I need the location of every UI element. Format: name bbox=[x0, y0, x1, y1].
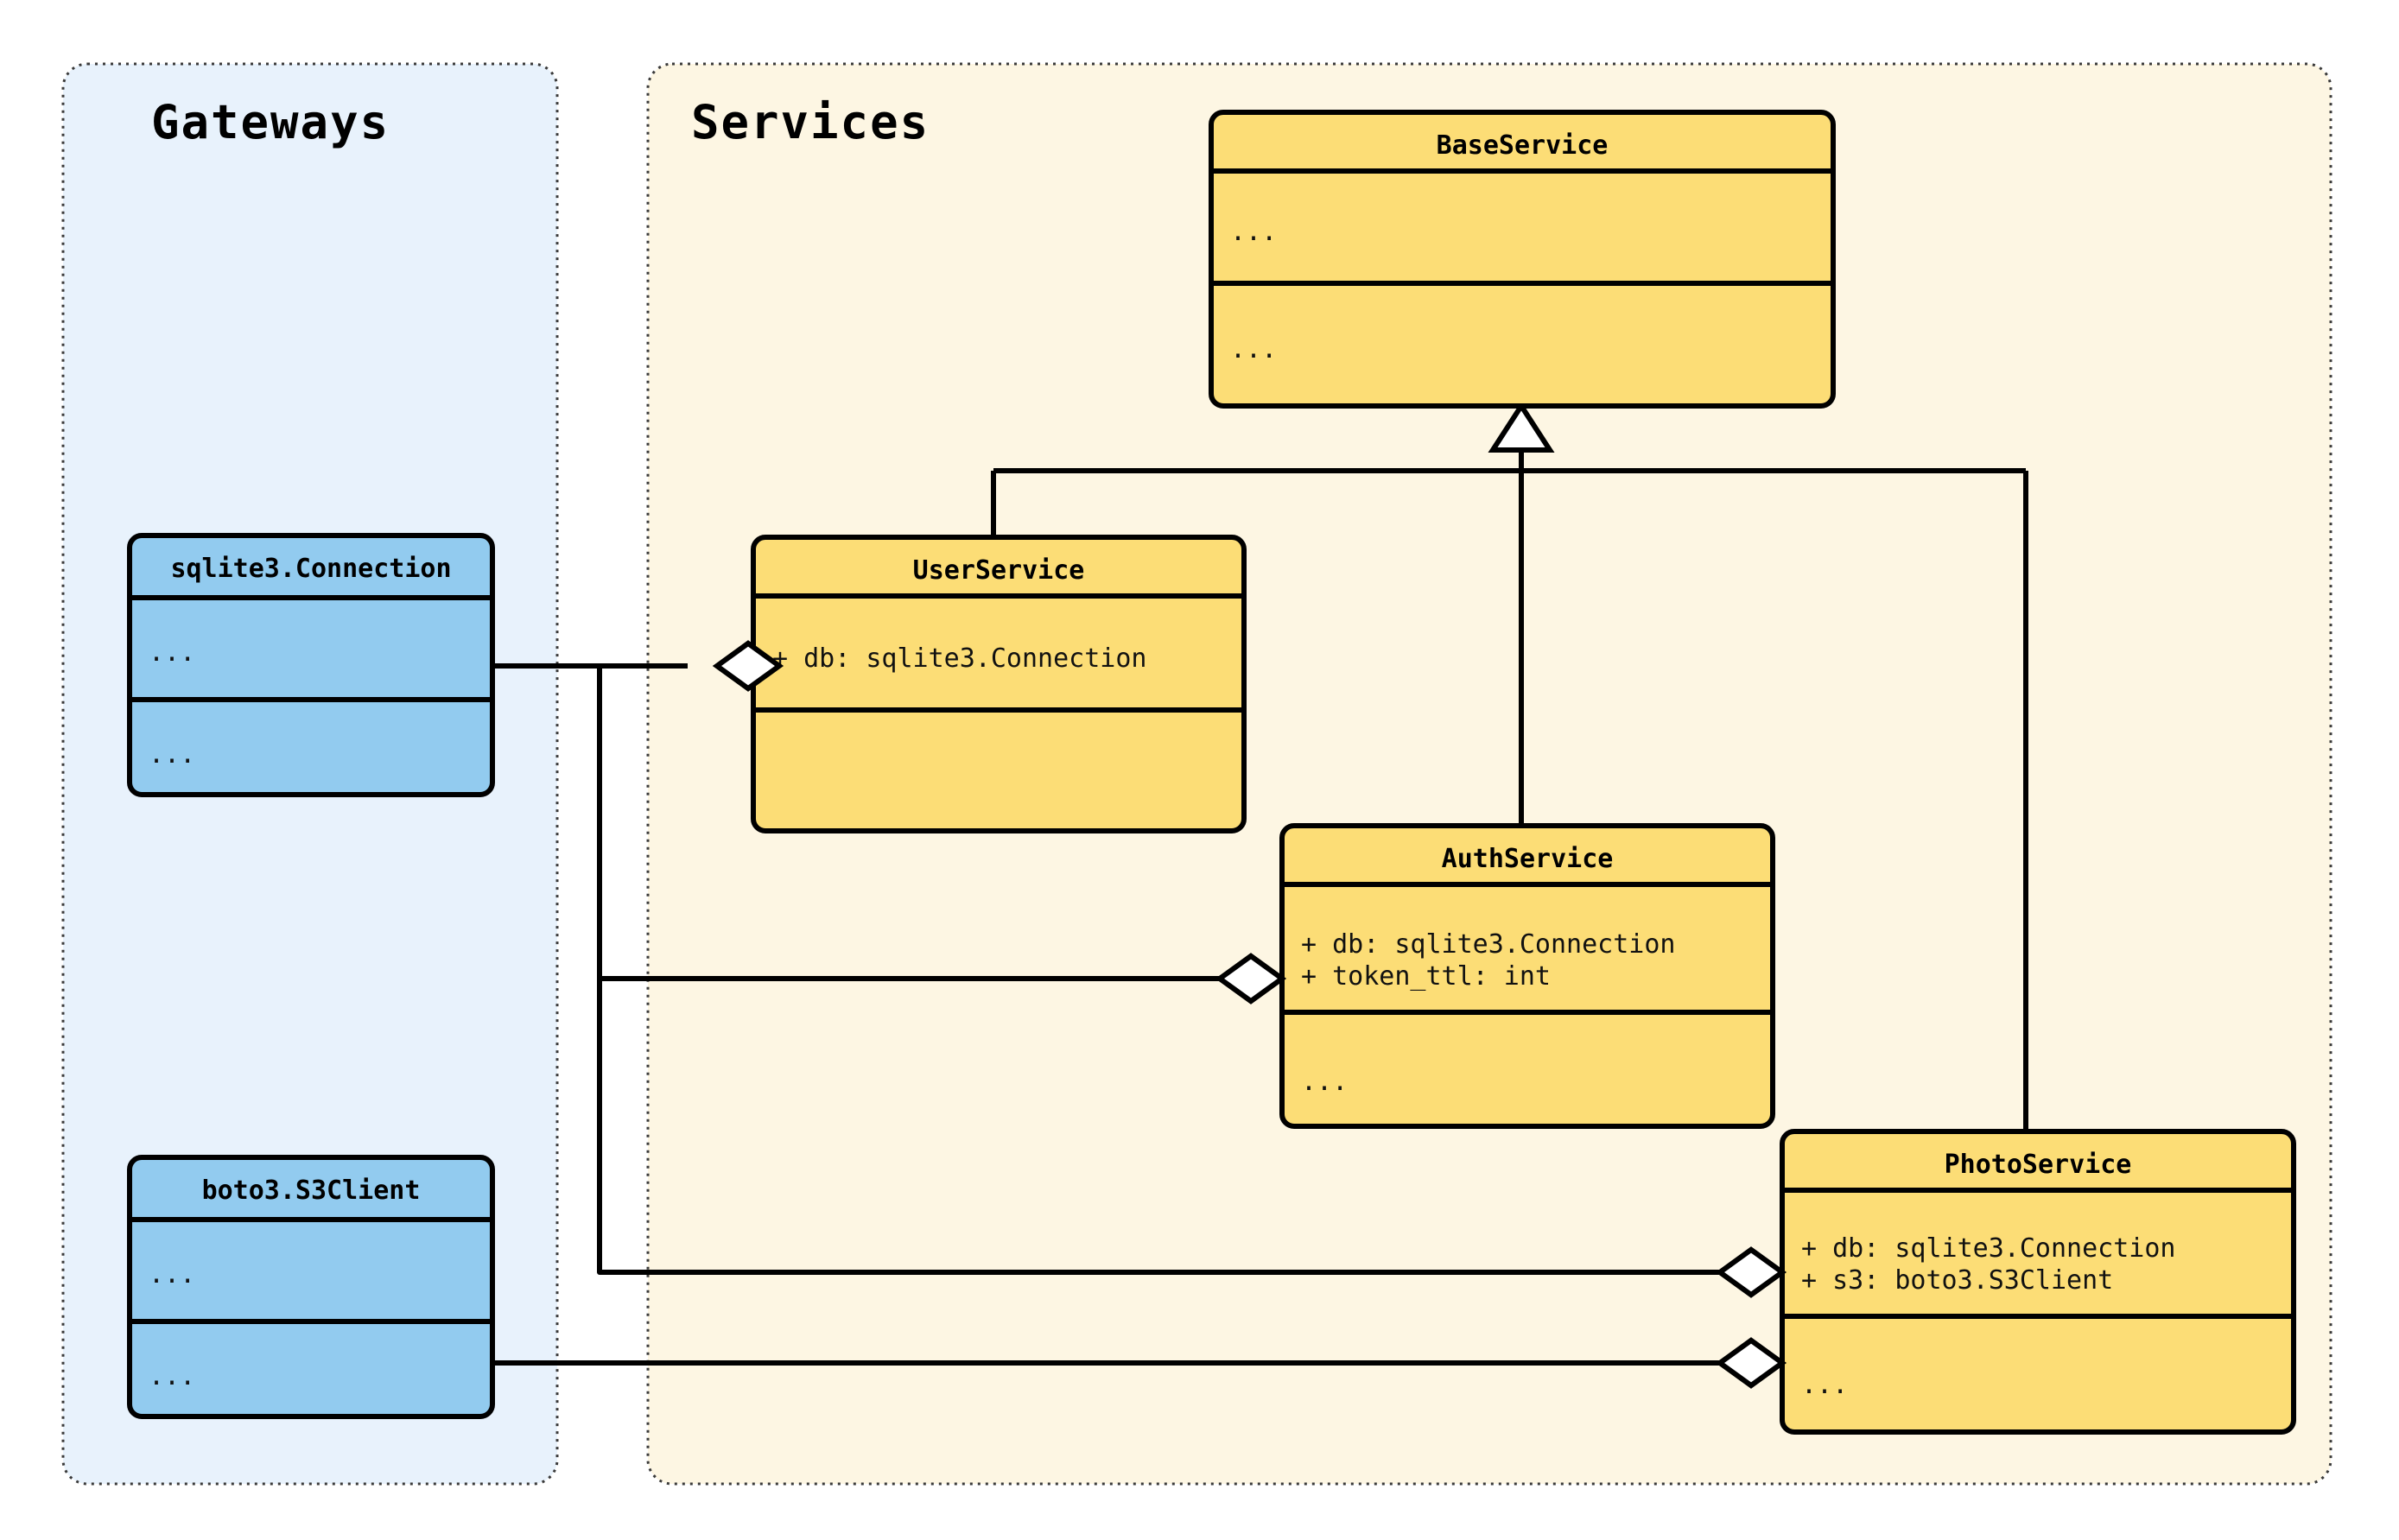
class-boto3-s3client-name: boto3.S3Client bbox=[202, 1176, 421, 1206]
generalization-edges bbox=[991, 401, 2028, 1131]
hollow-triangle-icon bbox=[1488, 401, 1555, 453]
class-baseservice-attr-0: ... bbox=[1230, 217, 1277, 247]
class-sqlite3-connection[interactable]: sqlite3.Connection ... ... bbox=[127, 533, 495, 797]
class-authservice[interactable]: AuthService + db: sqlite3.Connection + t… bbox=[1279, 823, 1775, 1129]
class-userservice-attr-0: + db: sqlite3.Connection bbox=[772, 643, 1146, 674]
class-authservice-attr-1: + token_ttl: int bbox=[1301, 961, 1551, 992]
class-baseservice[interactable]: BaseService ... ... bbox=[1209, 110, 1836, 409]
hollow-diamond-icon-photoservice-s3-overlay bbox=[1715, 1337, 1787, 1389]
class-boto3-s3client[interactable]: boto3.S3Client ... ... bbox=[127, 1155, 495, 1419]
class-userservice[interactable]: UserService + db: sqlite3.Connection bbox=[751, 535, 1247, 833]
hollow-diamond-icon-authservice-db-overlay bbox=[1215, 953, 1287, 1004]
class-photoservice-method-0: ... bbox=[1801, 1370, 1848, 1400]
class-sqlite3-connection-method-0: ... bbox=[149, 739, 195, 770]
class-photoservice-attr-0: + db: sqlite3.Connection bbox=[1801, 1233, 2175, 1264]
class-sqlite3-connection-name: sqlite3.Connection bbox=[170, 554, 451, 584]
class-sqlite3-connection-attr-0: ... bbox=[149, 637, 195, 668]
class-baseservice-frame bbox=[1209, 110, 1836, 409]
class-boto3-s3client-method-0: ... bbox=[149, 1361, 195, 1391]
class-baseservice-name: BaseService bbox=[1437, 130, 1609, 161]
hollow-diamond-icon-userservice-db-overlay bbox=[712, 640, 784, 692]
class-photoservice-attr-1: + s3: boto3.S3Client bbox=[1801, 1265, 2113, 1296]
class-authservice-attr-0: + db: sqlite3.Connection bbox=[1301, 929, 1675, 960]
package-services-title: Services bbox=[691, 95, 930, 149]
rel-photo-db-line bbox=[597, 979, 1743, 1275]
class-userservice-name: UserService bbox=[913, 555, 1085, 586]
class-boto3-s3client-attr-0: ... bbox=[149, 1259, 195, 1290]
hollow-diamond-icon-photoservice-db-overlay bbox=[1715, 1246, 1787, 1298]
class-baseservice-method-0: ... bbox=[1230, 334, 1277, 364]
class-authservice-method-0: ... bbox=[1301, 1067, 1348, 1097]
package-gateways-title: Gateways bbox=[151, 95, 390, 149]
aggregation-markers-overlay bbox=[712, 640, 1787, 1389]
class-photoservice-name: PhotoService bbox=[1945, 1150, 2132, 1180]
class-photoservice[interactable]: PhotoService + db: sqlite3.Connection + … bbox=[1780, 1129, 2296, 1435]
class-photoservice-frame bbox=[1780, 1129, 2296, 1435]
class-authservice-name: AuthService bbox=[1442, 844, 1614, 874]
